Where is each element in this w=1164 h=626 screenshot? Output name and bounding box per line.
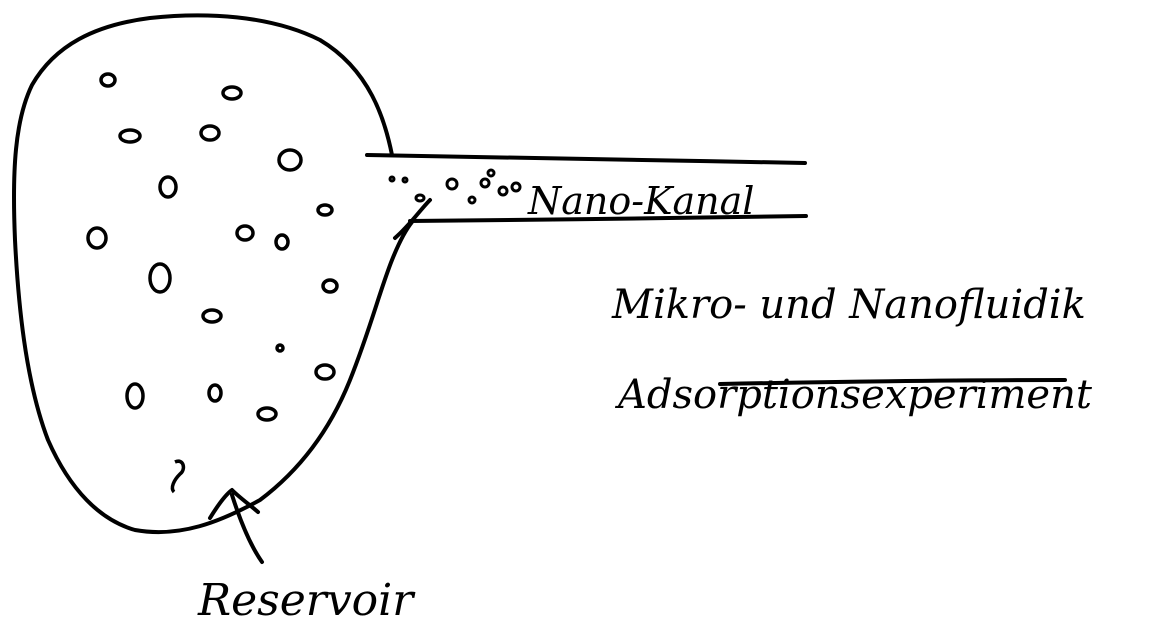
particle	[323, 280, 337, 292]
particle	[488, 170, 494, 176]
particle	[88, 228, 106, 248]
channel-top-wall	[367, 155, 805, 163]
reservoir-outline	[14, 15, 412, 532]
title-line2: Adsorptionsexperiment	[614, 372, 1093, 418]
particle	[203, 310, 221, 322]
particle	[316, 365, 334, 379]
particle	[499, 187, 507, 195]
particle	[223, 87, 241, 99]
particle	[237, 226, 253, 240]
particle	[416, 195, 424, 201]
reservoir-particles	[88, 74, 337, 492]
particle	[512, 183, 520, 191]
particle	[172, 461, 183, 492]
reservoir-label: Reservoir	[197, 575, 416, 626]
particle	[258, 408, 276, 420]
particle	[279, 150, 301, 170]
particle	[481, 179, 489, 187]
particle	[127, 384, 143, 408]
particle	[209, 385, 221, 401]
particle	[447, 179, 457, 189]
particle	[469, 197, 475, 203]
particle	[277, 345, 283, 351]
reservoir-arrow	[210, 490, 262, 562]
particle	[390, 177, 394, 181]
channel-particles	[390, 170, 520, 203]
particle	[160, 177, 176, 197]
particle	[403, 178, 407, 182]
particle	[120, 130, 140, 142]
particle	[201, 126, 219, 140]
particle	[276, 235, 288, 249]
particle	[101, 74, 115, 86]
title-line1: Mikro- und Nanofluidik	[611, 282, 1086, 328]
particle	[318, 205, 332, 215]
channel-label: Nano-Kanal	[527, 179, 754, 223]
particle	[150, 264, 170, 292]
